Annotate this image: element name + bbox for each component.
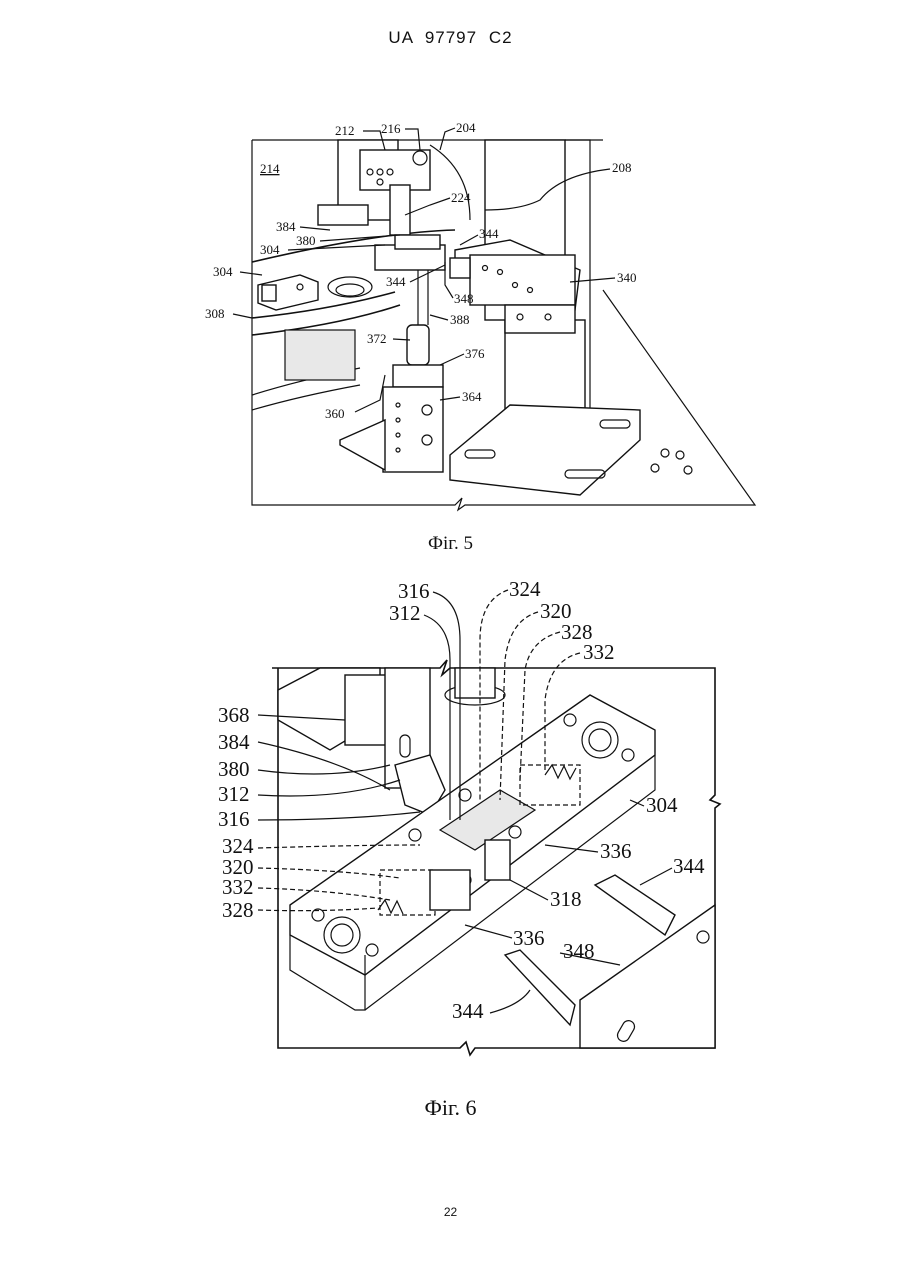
fig6-label: 336 [513, 926, 545, 950]
fig6-label: 380 [218, 757, 250, 781]
fig6-label: 304 [646, 793, 678, 817]
fig6-label: 318 [550, 887, 582, 911]
fig6-label: 324 [509, 577, 541, 601]
fig6-label: 316 [398, 579, 430, 603]
fig6-label: 332 [222, 875, 254, 899]
fig6-label: 384 [218, 730, 250, 754]
fig6-label: 312 [389, 601, 421, 625]
figure-6-caption: Фіг. 6 [0, 1095, 901, 1121]
fig6-label: 348 [563, 939, 595, 963]
fig6-label: 328 [222, 898, 254, 922]
fig6-label: 368 [218, 703, 250, 727]
fig6-label: 344 [673, 854, 705, 878]
fig6-label: 316 [218, 807, 250, 831]
fig6-label: 336 [600, 839, 632, 863]
fig6-label: 332 [583, 640, 615, 664]
page-number: 22 [0, 1205, 901, 1219]
figure-6-drawing: 316 324 312 320 328 332 368 384 380 312 … [0, 0, 901, 1080]
fig6-label: 344 [452, 999, 484, 1023]
fig6-label: 312 [218, 782, 250, 806]
